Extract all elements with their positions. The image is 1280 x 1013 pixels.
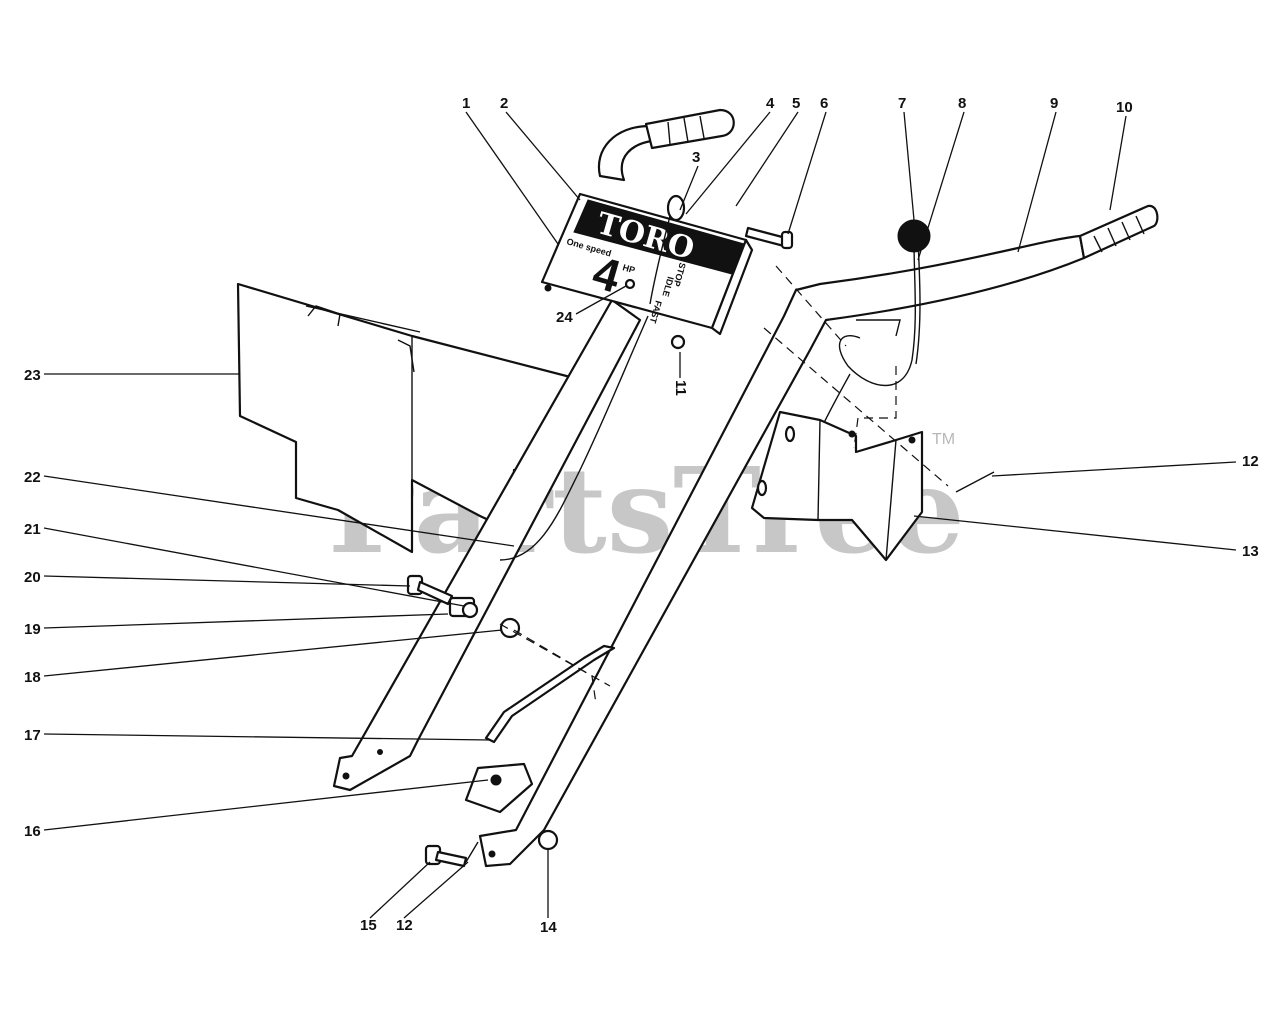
callout-6: 6: [820, 95, 828, 112]
callout-18: 18: [24, 669, 41, 686]
bolt-6[interactable]: [744, 226, 794, 250]
nut-21[interactable]: [461, 601, 479, 619]
shift-bracket[interactable]: [750, 410, 924, 562]
callout-7: 7: [898, 95, 906, 112]
control-panel[interactable]: TORO One speed 4 HP STOP IDLE FAST: [540, 192, 754, 336]
bolt-20[interactable]: [406, 574, 454, 606]
linkage-rod[interactable]: [484, 644, 616, 744]
callout-19: 19: [24, 621, 41, 638]
nut-18[interactable]: [499, 617, 521, 639]
callout-8: 8: [958, 95, 966, 112]
callout-labels: 1 2 3 4 5 6 7 8 9 10 11 12 13 14 15 12 1…: [24, 95, 1259, 936]
leader-lines: [43, 111, 1237, 919]
right-grip[interactable]: [1078, 204, 1159, 260]
throttle-lever[interactable]: [649, 194, 686, 305]
nut-14[interactable]: [537, 829, 559, 851]
callout-22: 22: [24, 469, 41, 486]
assembly-lines: [499, 265, 949, 705]
callout-11: 11: [672, 380, 689, 396]
lower-bracket[interactable]: [464, 762, 534, 814]
left-handle-tube[interactable]: [332, 298, 642, 792]
callout-12-upper: 12: [1242, 453, 1259, 470]
watermark-trademark: TM: [932, 431, 955, 448]
callout-2: 2: [500, 95, 508, 112]
callout-3: 3: [692, 149, 700, 166]
callout-23: 23: [24, 367, 41, 384]
callout-5: 5: [792, 95, 800, 112]
callout-15: 15: [360, 917, 377, 934]
throttle-cable[interactable]: [499, 315, 649, 561]
nut-11[interactable]: [670, 334, 686, 350]
bolt-15[interactable]: [424, 844, 468, 868]
callout-4: 4: [766, 95, 775, 112]
right-handle-tube[interactable]: [478, 234, 1086, 868]
callout-1: 1: [462, 95, 470, 112]
callout-17: 17: [24, 727, 41, 744]
cotter-pin-lower[interactable]: [465, 841, 479, 863]
callout-21: 21: [24, 521, 41, 538]
callout-16: 16: [24, 823, 41, 840]
cotter-pin-upper[interactable]: [955, 471, 995, 493]
callout-14: 14: [540, 919, 557, 936]
callout-20: 20: [24, 569, 41, 586]
callout-24: 24: [556, 309, 573, 326]
callout-13: 13: [1242, 543, 1259, 560]
callout-10: 10: [1116, 99, 1133, 116]
callout-12-lower: 12: [396, 917, 413, 934]
left-upper-handle[interactable]: [597, 108, 735, 182]
callout-9: 9: [1050, 95, 1058, 112]
decal-hp-unit: HP: [621, 262, 636, 275]
